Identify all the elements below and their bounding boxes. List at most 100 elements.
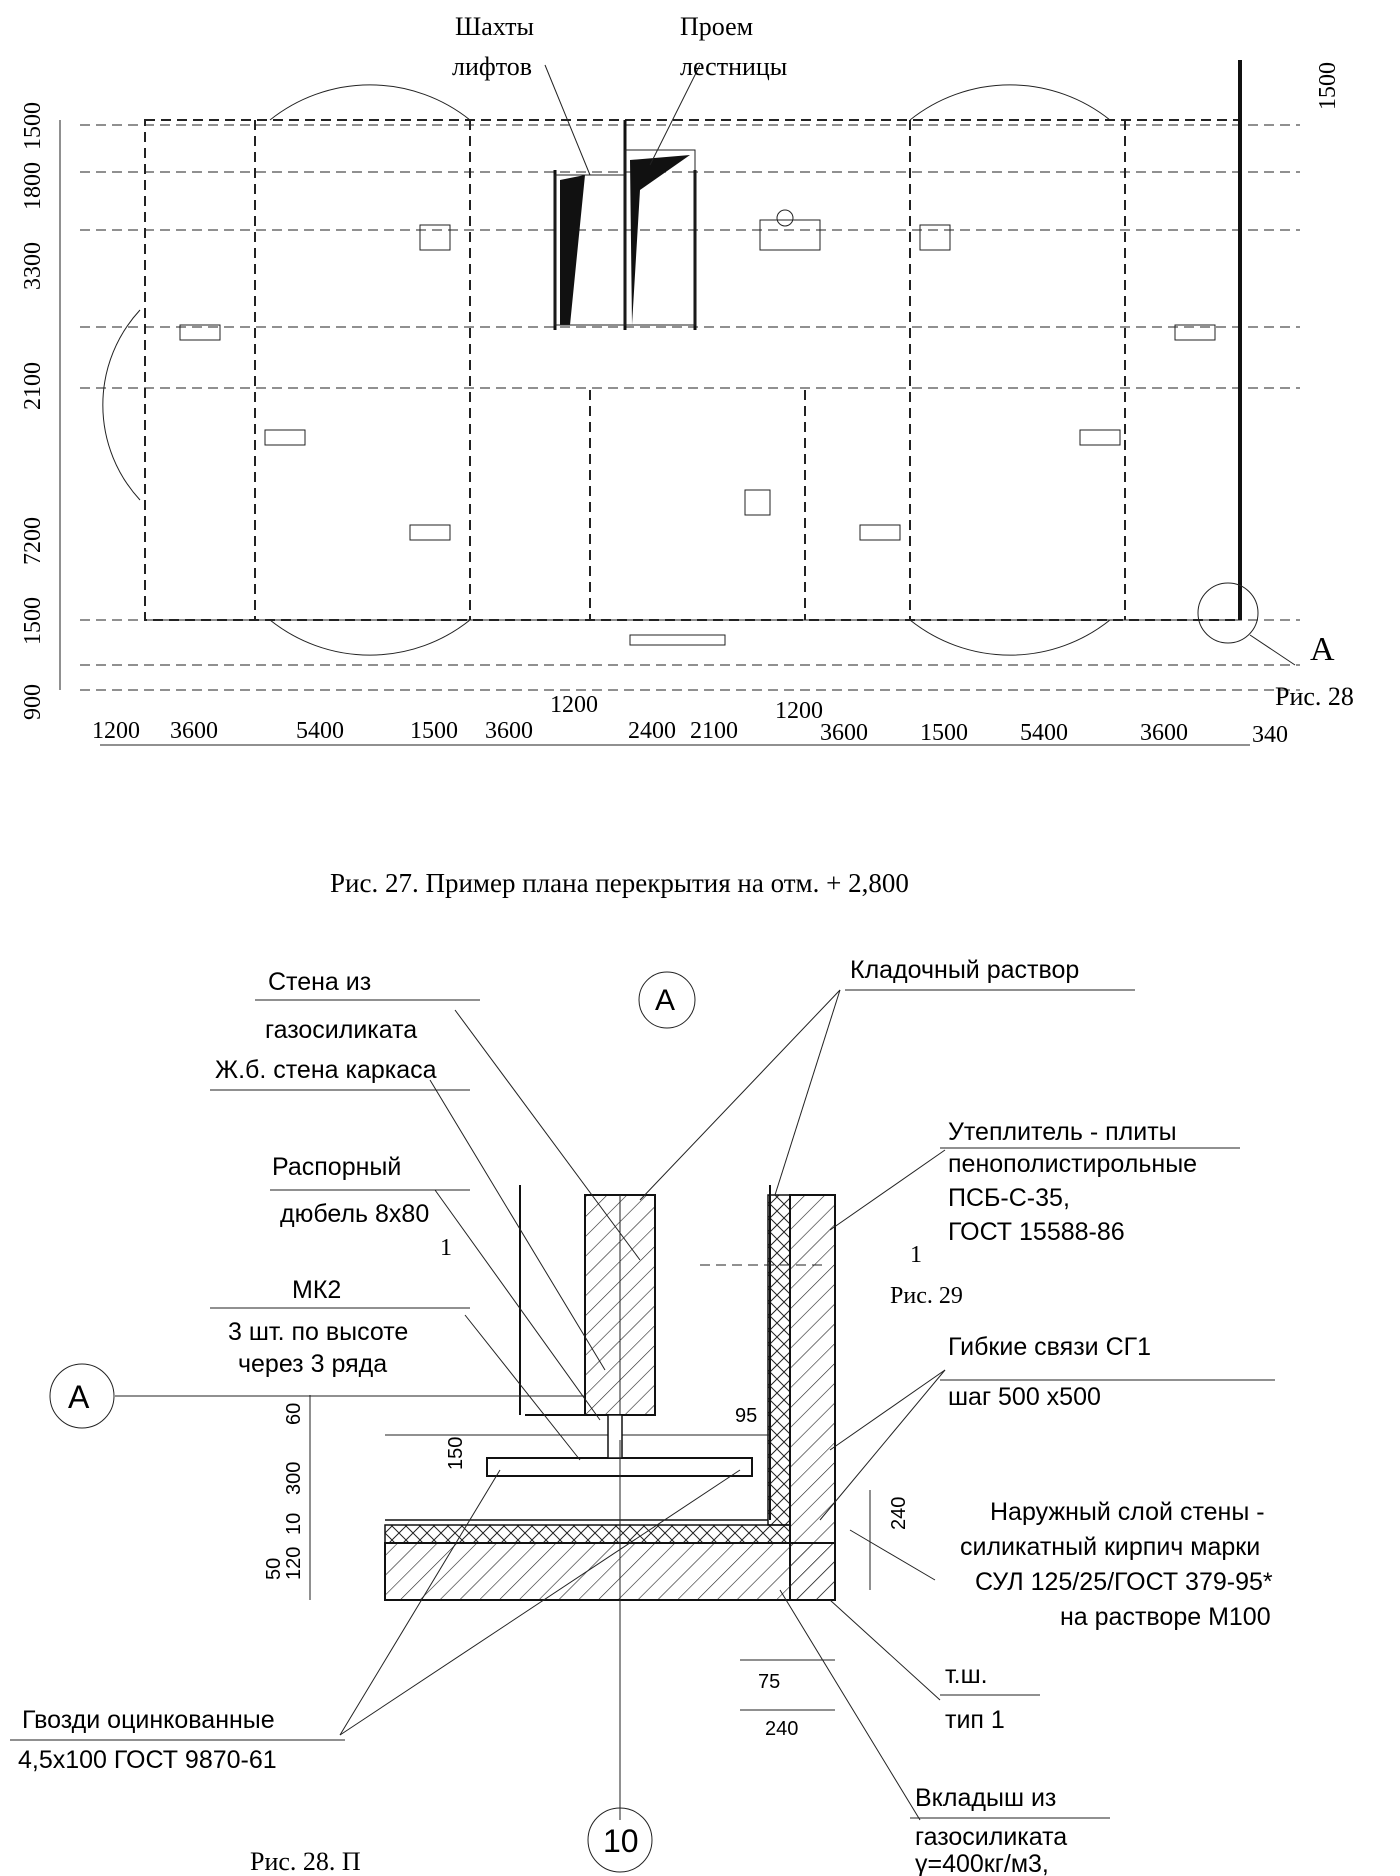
dim-50: 50: [263, 1558, 285, 1580]
dim-bottom: 3600: [1140, 720, 1188, 746]
dim-240: 240: [765, 1718, 798, 1740]
dim-left: 3300: [20, 242, 46, 290]
label-stair-2: лестницы: [680, 52, 787, 81]
opening: [1174, 324, 1216, 341]
dim-60: 60: [283, 1403, 305, 1425]
leader-line: [774, 989, 841, 1196]
axis-a-bubble-top: [638, 971, 696, 1029]
label-shafts-1: Шахты: [455, 12, 534, 41]
opening: [1079, 429, 1121, 446]
dim-10: 10: [283, 1513, 305, 1535]
leader-line: [829, 1369, 946, 1451]
leader-line: [819, 1369, 946, 1521]
plan-outline: [144, 119, 1241, 621]
section-mark-left: 1: [440, 1235, 452, 1261]
leader-line: [544, 64, 591, 176]
callout-insert-2: газосиликата: [915, 1823, 1067, 1851]
insulation-horizontal: [384, 1524, 791, 1544]
axis-a-bubble: [49, 1363, 115, 1429]
opening: [409, 524, 451, 541]
lift-shaft-fill: [560, 175, 585, 325]
section-mark-right: 1: [910, 1242, 922, 1268]
node-a-circle: [1197, 582, 1259, 644]
opening: [919, 224, 951, 251]
callout-ts-2: тип 1: [945, 1706, 1005, 1734]
opening: [759, 219, 821, 251]
plan-caption: Рис. 27. Пример плана перекрытия на отм.…: [330, 868, 909, 898]
opening: [264, 429, 306, 446]
leader-line: [639, 989, 841, 1201]
leader-line: [429, 1079, 606, 1371]
stair-opening-fill: [630, 155, 690, 325]
dim-bottom: 1200: [92, 718, 140, 744]
callout-mk2: МК2: [292, 1276, 341, 1304]
axis-a-label: А: [68, 1379, 90, 1415]
dim-bottom: 1500: [920, 720, 968, 746]
callout-ties-1: Гибкие связи СГ1: [948, 1333, 1151, 1361]
dim-bottom: 3600: [485, 718, 533, 744]
dim-right: 1500: [1315, 62, 1341, 110]
callout-nails-1: Гвозди оцинкованные: [22, 1706, 275, 1734]
label-stair-1: Проем: [680, 12, 753, 41]
callout-ties-2: шаг 500 х500: [948, 1383, 1101, 1411]
callout-mortar: Кладочный раствор: [850, 956, 1079, 984]
section-ref: Рис. 29: [890, 1283, 963, 1309]
dim-bottom: 3600: [170, 718, 218, 744]
hole: [776, 209, 794, 227]
stair-opening: [624, 149, 696, 326]
callout-insul-2: пенополистирольные: [948, 1150, 1197, 1178]
left-dimensions: 1500 1800 3300 2100 7200 1500 900 1500: [20, 62, 1341, 720]
section-marks: 1 1 Рис. 29 Рис. 28. П: [250, 1235, 963, 1876]
leader-line: [829, 1599, 941, 1701]
dim-120: 120: [283, 1547, 305, 1580]
callout-mk2-note-2: через 3 ряда: [238, 1350, 387, 1378]
arc: [269, 619, 471, 656]
outer-brick-horizontal: [384, 1542, 836, 1601]
dim-left: 1500: [20, 597, 46, 645]
outer-brick-wall: [789, 1194, 836, 1601]
plan-labels: Шахты лифтов Проем лестницы А Рис. 28: [452, 12, 1354, 711]
callout-insert-1: Вкладыш из: [915, 1784, 1056, 1812]
callout-outer-3: СУЛ 125/25/ГОСТ 379-95*: [975, 1568, 1273, 1596]
dim-inner: 1200: [550, 692, 598, 718]
callout-outer-2: силикатный кирпич марки: [960, 1533, 1260, 1561]
detail-dimensions: 60 300 10 50 120 150 95 240 75 240: [263, 1403, 910, 1740]
callout-mk2-note-1: 3 шт. по высоте: [228, 1318, 408, 1346]
dim-bottom: 1500: [410, 718, 458, 744]
leader-line: [454, 1009, 641, 1261]
dim-left: 2100: [20, 362, 46, 410]
leader-line: [649, 64, 701, 166]
dim-150: 150: [445, 1437, 467, 1470]
arc: [102, 309, 141, 501]
arc: [909, 84, 1111, 121]
detail-node: [10, 971, 1275, 1873]
axis-10-label: 10: [603, 1823, 639, 1859]
callout-rc-wall: Ж.б. стена каркаса: [215, 1056, 437, 1084]
leader-line: [434, 1189, 601, 1421]
axis-10-bubble: [587, 1807, 653, 1873]
callout-outer-4: на растворе М100: [1060, 1603, 1271, 1631]
dim-bottom: 5400: [1020, 720, 1068, 746]
bottom-dimensions: 1200 3600 5400 1500 3600 2400 2100 3600 …: [92, 692, 1288, 748]
leader-line: [339, 1469, 501, 1736]
dim-left: 900: [20, 684, 46, 720]
dim-left: 7200: [20, 517, 46, 565]
callout-insul-4: ГОСТ 15588-86: [948, 1218, 1125, 1246]
callout-anchor-1: Распорный: [272, 1153, 401, 1181]
leader-line: [464, 1314, 581, 1461]
callout-wall-gas-2: газосиликата: [265, 1016, 417, 1044]
label-shafts-2: лифтов: [452, 52, 532, 81]
callout-ts-1: т.ш.: [945, 1661, 988, 1689]
anchor-dowel: [607, 1414, 623, 1459]
leader-line: [1249, 634, 1296, 666]
dim-bottom: 2100: [690, 718, 738, 744]
dim-75: 75: [758, 1671, 780, 1693]
node-ref: Рис. 28: [1275, 682, 1354, 711]
dim-inner: 1200: [775, 698, 823, 724]
dim-240-vertical: 240: [888, 1497, 910, 1530]
opening: [859, 524, 901, 541]
opening: [629, 634, 726, 646]
node-label: А: [1310, 631, 1335, 668]
dim-bottom: 2400: [628, 718, 676, 744]
callout-nails-2: 4,5х100 ГОСТ 9870-61: [18, 1746, 277, 1774]
